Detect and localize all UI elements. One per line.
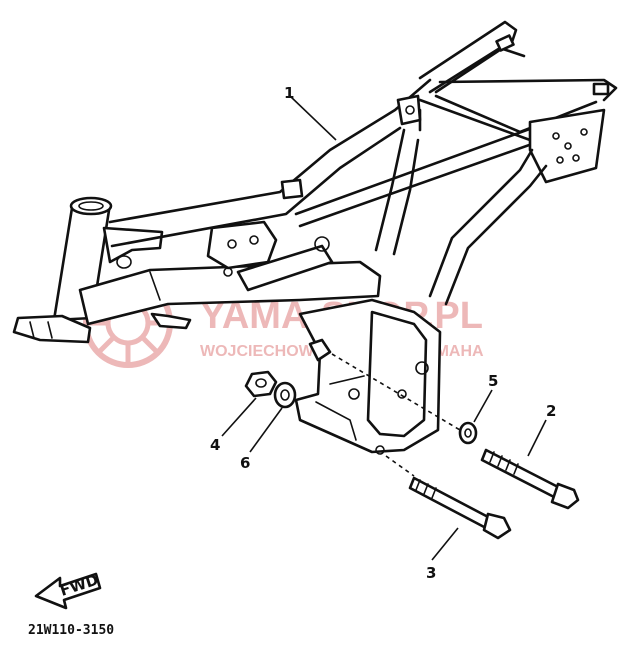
- leader-lines: [221, 95, 547, 561]
- frame-part-1: [12, 20, 618, 455]
- washer-part-6: [273, 381, 297, 409]
- part-code: 21W110-3150: [28, 623, 114, 638]
- callout-3: 3: [426, 564, 436, 582]
- callout-4: 4: [210, 436, 220, 454]
- forward-arrow-icon: FWD: [34, 571, 102, 610]
- callout-1: 1: [284, 84, 294, 102]
- callout-6: 6: [240, 454, 250, 472]
- nut-part-4: [244, 370, 278, 398]
- callout-5: 5: [488, 372, 498, 390]
- callout-2: 2: [546, 402, 556, 420]
- bolt-part-2: [480, 448, 580, 510]
- bolt-part-3: [408, 476, 512, 540]
- washer-part-5: [458, 421, 478, 445]
- assembly-lines: [331, 353, 461, 477]
